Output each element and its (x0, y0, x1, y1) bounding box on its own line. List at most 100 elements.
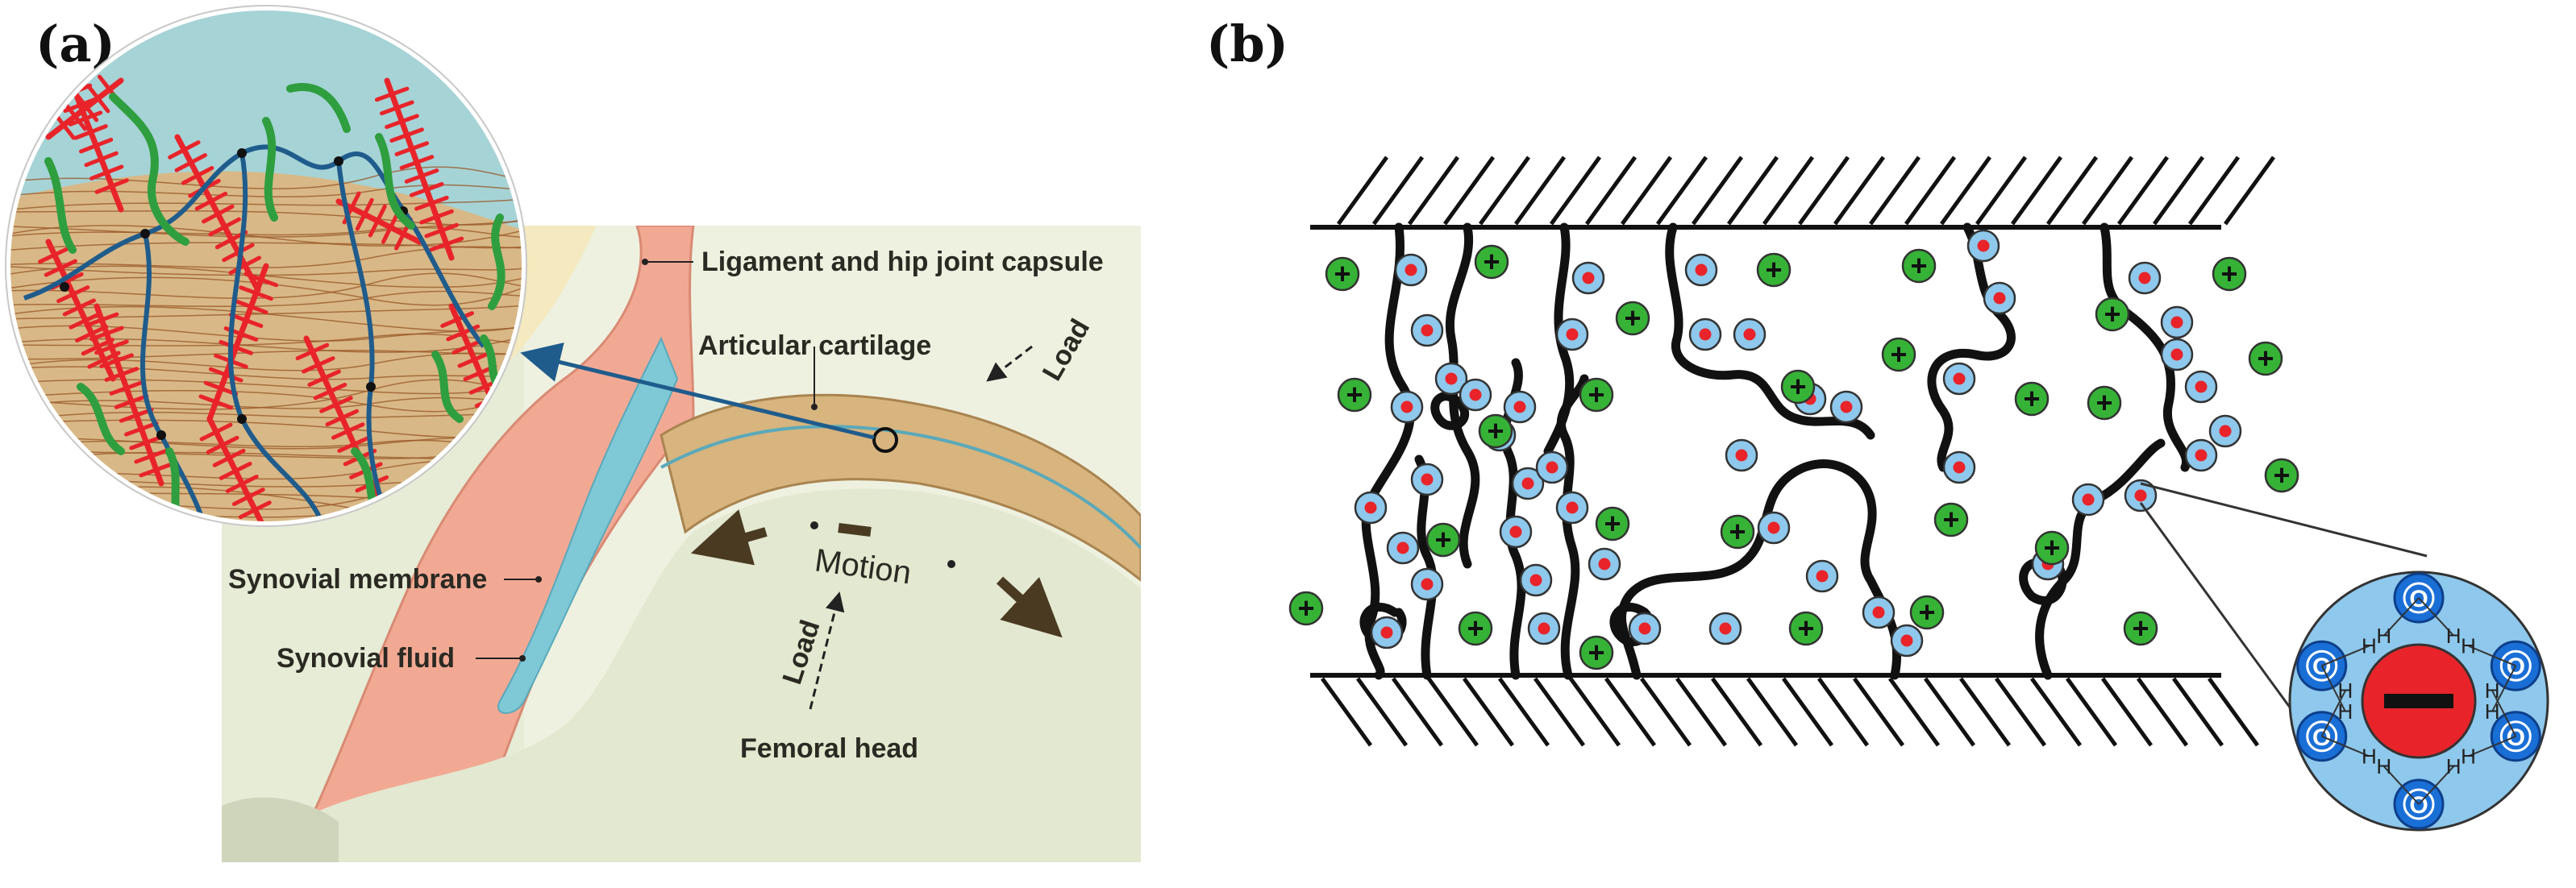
water-hydrogen: H (2461, 634, 2516, 667)
cation: + (2264, 458, 2299, 493)
hatch-line (1391, 677, 1444, 747)
cation: + (1579, 635, 1614, 670)
hatch-line (2010, 156, 2063, 226)
cation: + (1337, 377, 1372, 413)
anion-bead (1829, 390, 1863, 424)
svg-text:+: + (1604, 507, 1621, 540)
svg-text:H: H (2362, 634, 2377, 658)
red-bottlebrush-polymers (38, 61, 509, 524)
hatch-line (2152, 156, 2205, 226)
svg-text:H: H (2376, 624, 2391, 648)
hatch-line (1620, 156, 1673, 226)
hatch-line (1710, 677, 1763, 747)
svg-text:O: O (2507, 724, 2525, 751)
hatch-line (1462, 677, 1515, 747)
hatch-line (2029, 677, 2083, 747)
hatch-line (1691, 156, 1744, 226)
hatch-line (1549, 156, 1602, 226)
cation: + (1788, 611, 1824, 646)
svg-text:+: + (2132, 612, 2149, 645)
collagen-fiber (8, 261, 524, 288)
hatch-line (1497, 677, 1550, 747)
cation: + (1579, 377, 1614, 413)
anion-bead (2124, 479, 2158, 512)
anion-bead (1725, 438, 1758, 472)
svg-text:+: + (1346, 378, 1363, 411)
hatch-line (1584, 156, 1638, 226)
label-synovial-fluid: Synovial fluid (277, 643, 455, 674)
svg-text:O: O (2409, 586, 2428, 612)
hatch-line (1442, 156, 1496, 226)
hatch-line (1781, 677, 1834, 747)
anion-bead (1966, 229, 2000, 263)
cation: + (1425, 522, 1461, 558)
hatch-line (1726, 156, 1779, 226)
svg-text:+: + (1624, 301, 1641, 334)
svg-text:+: + (1890, 338, 1907, 371)
anion-bead (1410, 567, 1444, 601)
load-arrow-bottom (809, 591, 845, 710)
anion-bead (1805, 559, 1839, 593)
cation: + (1325, 256, 1360, 292)
hatch-line (1675, 677, 1728, 747)
hatch-line (1407, 156, 1460, 226)
anion-bead (1519, 563, 1553, 597)
cation: + (1901, 248, 1937, 284)
svg-text:+: + (1588, 378, 1604, 411)
cation: + (2123, 611, 2158, 646)
hatch-line (2171, 677, 2224, 747)
svg-text:+: + (2257, 342, 2274, 375)
collagen-fiber (8, 226, 524, 239)
anion-bead (1688, 317, 1722, 351)
femoral-neck (222, 797, 339, 862)
bottlebrush-polymer (199, 416, 272, 524)
anion-bead (1983, 281, 2016, 315)
svg-text:O: O (2312, 724, 2331, 751)
hatch-line (1975, 156, 2028, 226)
anion-bead (1862, 595, 1896, 629)
anion-bead (2160, 338, 2194, 371)
bottlebrush-polymer (374, 77, 464, 261)
collagen-fiber (8, 234, 524, 253)
hatch-line (1887, 677, 1941, 747)
anion-bead (2128, 261, 2162, 295)
svg-text:+: + (2023, 382, 2040, 415)
svg-text:+: + (1918, 595, 1935, 629)
hatch-line (1797, 156, 1850, 226)
water-hydrogen: H (2485, 665, 2517, 724)
svg-text:+: + (1789, 370, 1806, 403)
svg-text:+: + (2220, 257, 2237, 290)
cation: + (2095, 297, 2130, 332)
anion-bead (2071, 483, 2105, 517)
hatch-line (2136, 677, 2189, 747)
hatch-line (1655, 156, 1708, 226)
svg-text:+: + (2043, 531, 2060, 564)
label-synovial-membrane: Synovial membrane (228, 564, 487, 595)
water-hydrogen: H (2320, 678, 2353, 737)
hatch-line (1604, 677, 1657, 747)
anion-bead (1757, 511, 1791, 545)
anion-bead (1733, 317, 1767, 351)
anion-bead (1459, 378, 1492, 412)
svg-text:H: H (2338, 699, 2353, 724)
magnify-pointer-arrow (520, 342, 875, 440)
water-hydrogen: H (2376, 597, 2420, 648)
anion-bead (1499, 515, 1533, 549)
hatch-line (1939, 156, 1992, 226)
hatch-line (2045, 156, 2099, 226)
chain-bound-anions (1354, 229, 2242, 658)
magnified-cartilage-circle (5, 5, 527, 527)
load-arrow-top (986, 345, 1033, 382)
hatch-line (1320, 677, 1373, 747)
anion-bead (1410, 463, 1444, 496)
polymer-brush-diagram: ++++++++++++++++++++++++++++ OHHOHHOHHOH… (1288, 156, 2549, 832)
anion-bead (1394, 253, 1428, 287)
svg-text:+: + (1483, 245, 1500, 278)
label-ligament: Ligament and hip joint capsule (701, 247, 1104, 277)
svg-text:+: + (1942, 503, 1959, 536)
cation: + (1881, 337, 1916, 372)
water-hydrogen: H (2321, 634, 2377, 667)
svg-text:+: + (1797, 612, 1814, 645)
cation: + (1933, 502, 1969, 537)
water-hydrogen: H (2376, 754, 2420, 805)
